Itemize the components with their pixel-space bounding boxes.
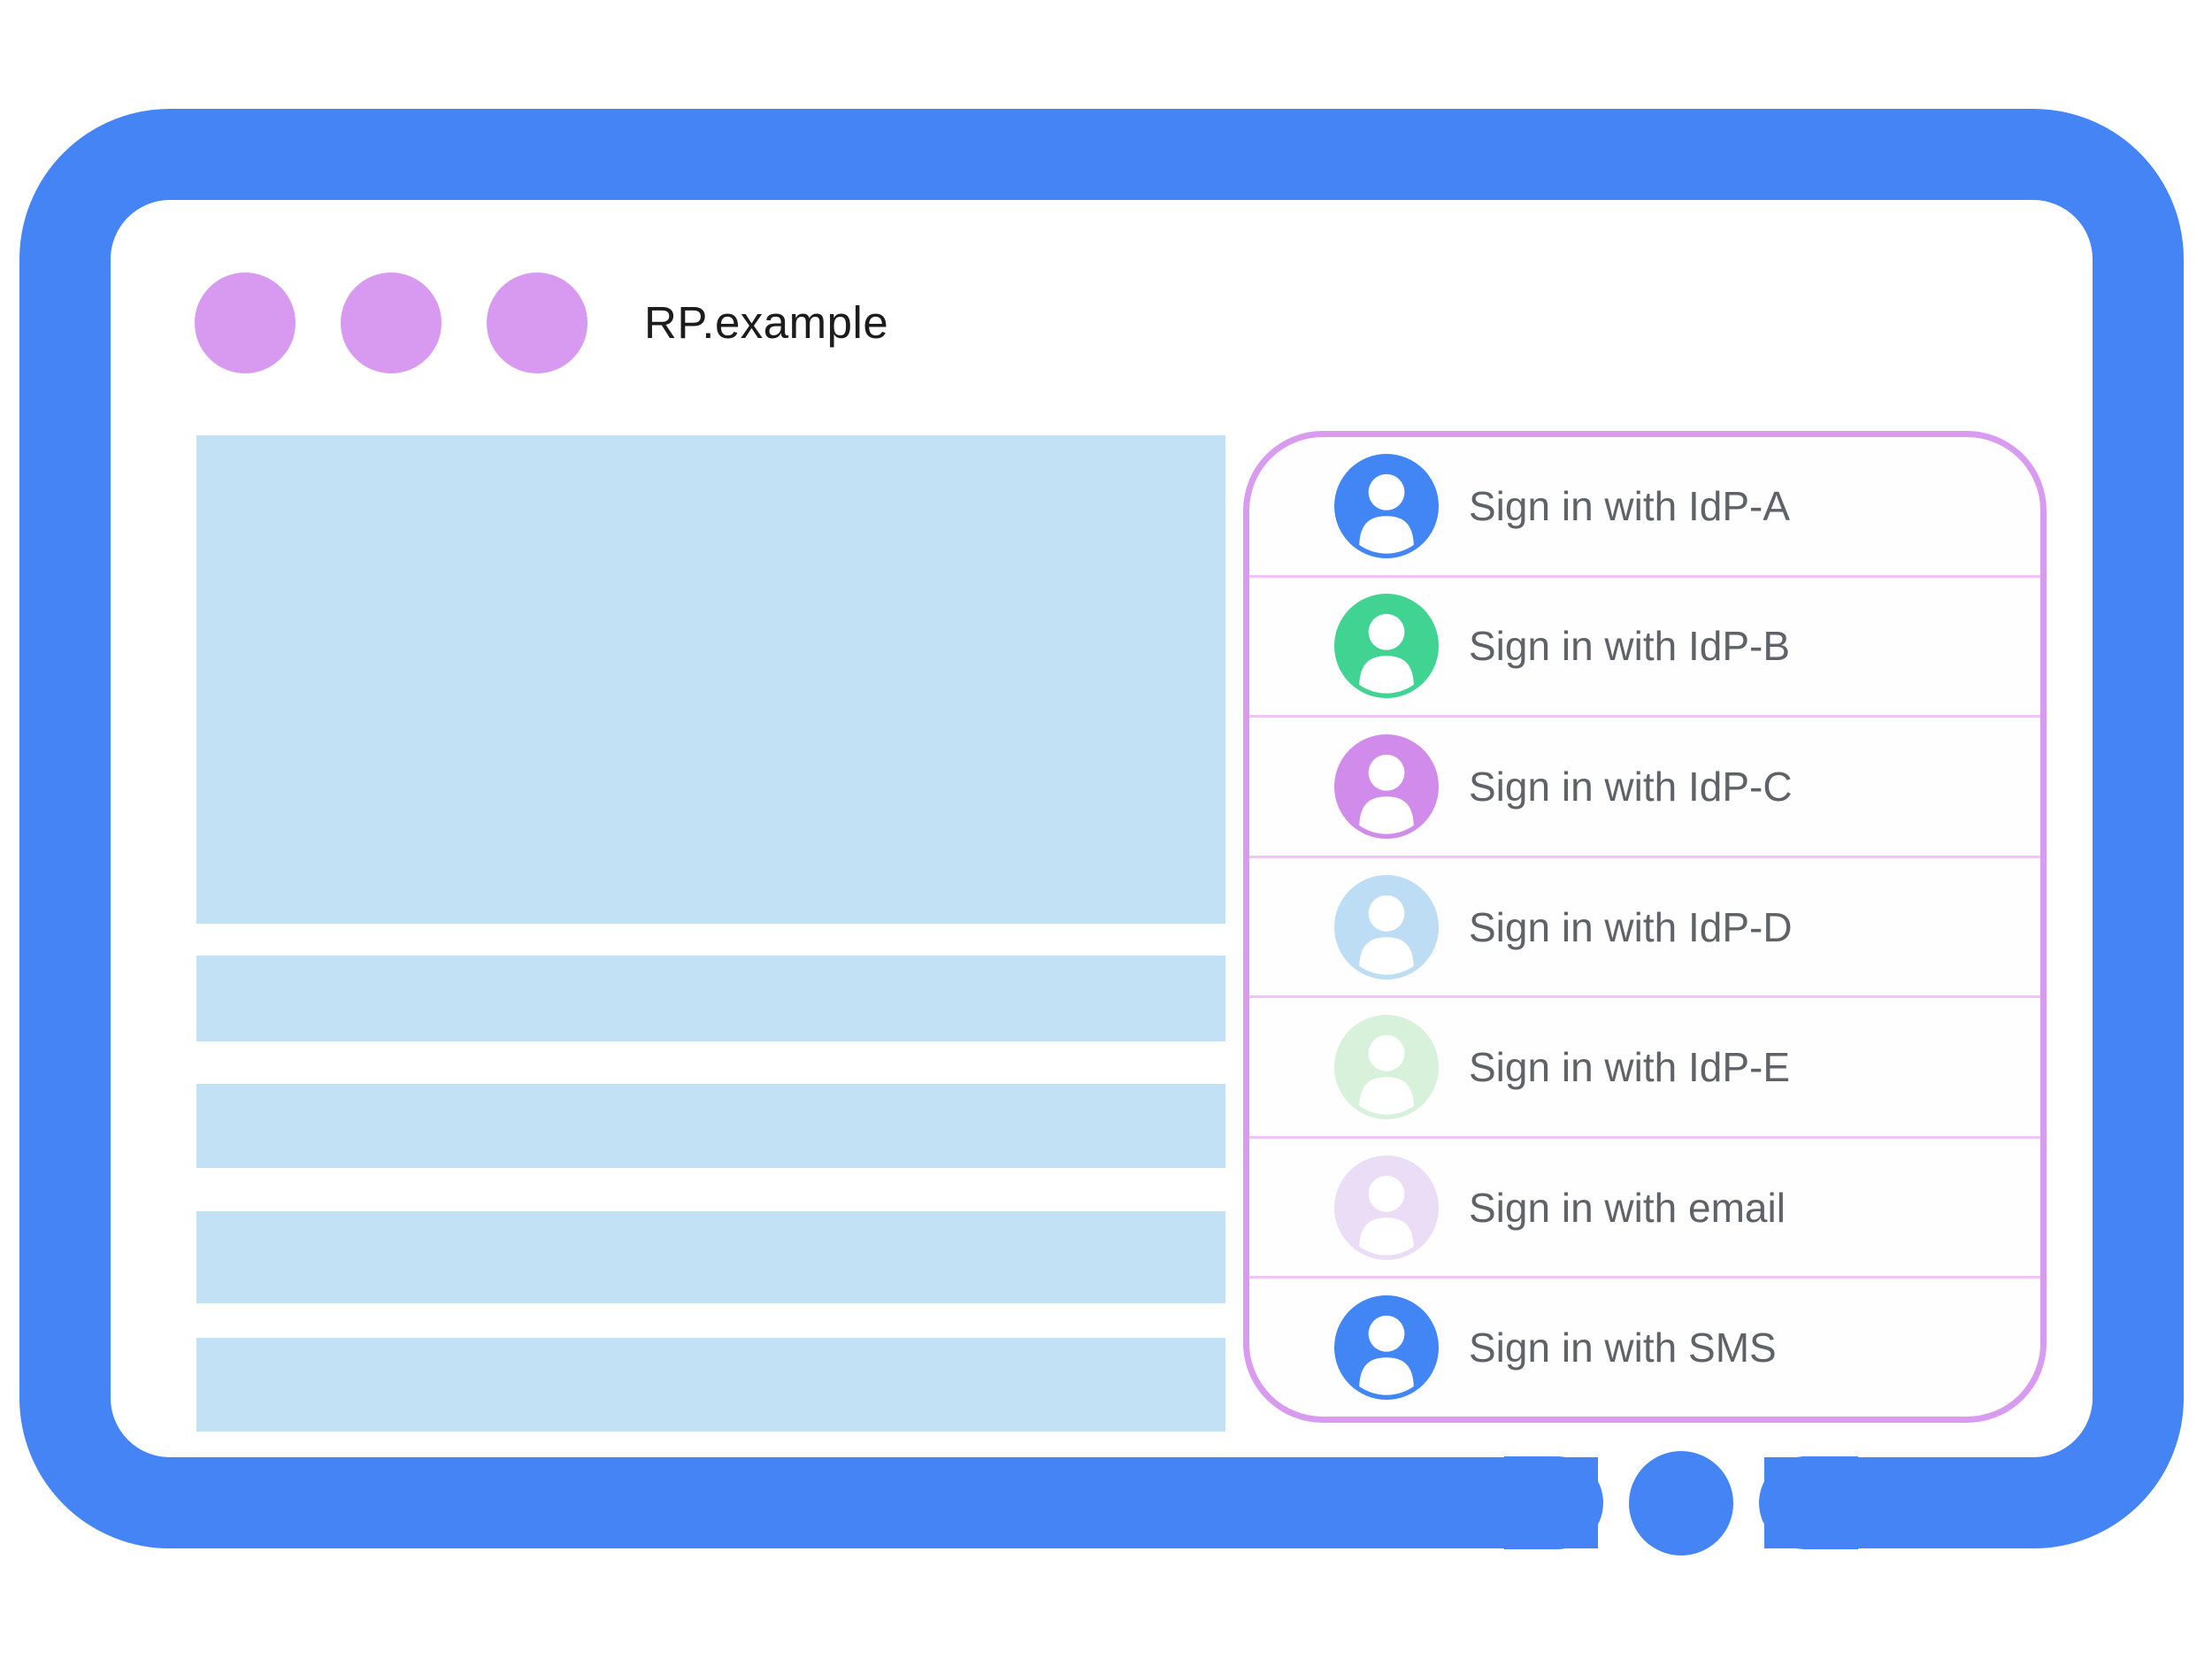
person-avatar-icon	[1334, 1155, 1439, 1260]
signin-item-label: Sign in with SMS	[1469, 1325, 1777, 1371]
signin-item-label: Sign in with IdP-C	[1469, 763, 1793, 810]
content-placeholder-hero	[196, 435, 1225, 924]
signin-panel: Sign in with IdP-A Sign in with IdP-B Si…	[1243, 431, 2047, 1423]
person-avatar-icon	[1334, 1015, 1439, 1120]
signin-option[interactable]: Sign in with SMS	[1249, 1276, 2040, 1417]
signin-option[interactable]: Sign in with IdP-A	[1249, 437, 2040, 575]
signin-option[interactable]: Sign in with email	[1249, 1135, 2040, 1277]
person-avatar-icon	[1334, 733, 1439, 839]
person-avatar-icon	[1334, 1295, 1439, 1401]
window-title: RP.example	[644, 297, 889, 348]
content-placeholder-line-2	[196, 1084, 1225, 1168]
window-dot	[487, 273, 588, 373]
window-dot	[341, 273, 442, 373]
home-button-circle	[1629, 1451, 1733, 1555]
content-placeholder-line-3	[196, 1211, 1225, 1303]
signin-option[interactable]: Sign in with IdP-B	[1249, 574, 2040, 716]
signin-item-label: Sign in with IdP-D	[1469, 903, 1793, 950]
bottom-bar-cap-right	[1759, 1456, 1858, 1549]
signin-item-label: Sign in with IdP-A	[1469, 482, 1791, 529]
content-placeholder-line-4	[196, 1338, 1225, 1432]
bottom-bar-cap-left	[1504, 1456, 1603, 1549]
signin-item-label: Sign in with IdP-E	[1469, 1044, 1791, 1091]
signin-option[interactable]: Sign in with IdP-E	[1249, 995, 2040, 1136]
signin-item-label: Sign in with email	[1469, 1184, 1786, 1231]
person-avatar-icon	[1334, 594, 1439, 699]
content-placeholder-line-1	[196, 956, 1225, 1041]
window-dot	[195, 273, 296, 373]
signin-option[interactable]: Sign in with IdP-C	[1249, 715, 2040, 856]
window-dots	[195, 273, 588, 373]
signin-item-label: Sign in with IdP-B	[1469, 623, 1791, 670]
person-avatar-icon	[1334, 453, 1439, 558]
person-avatar-icon	[1334, 874, 1439, 979]
signin-option[interactable]: Sign in with IdP-D	[1249, 855, 2040, 996]
